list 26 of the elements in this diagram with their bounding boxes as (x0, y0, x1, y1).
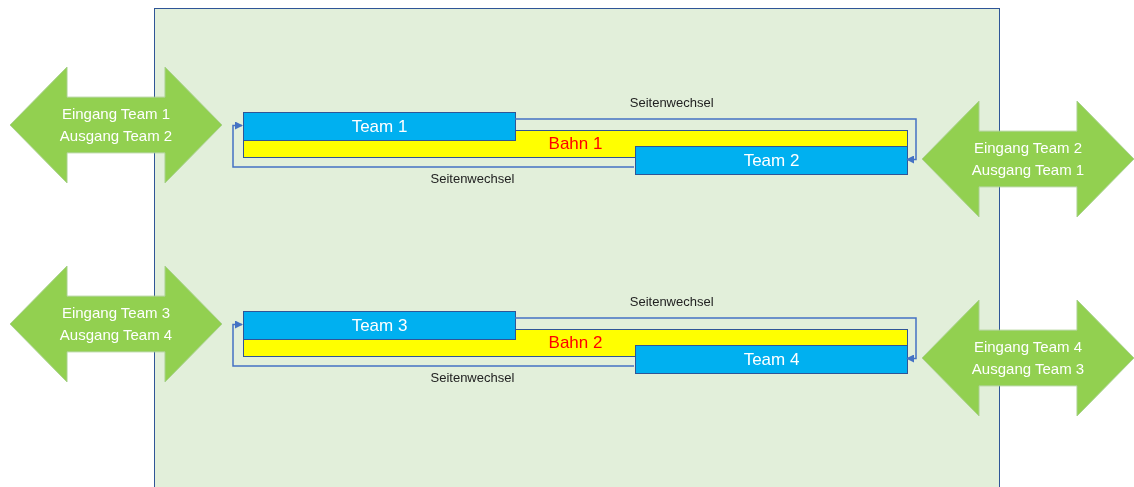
edge-label: Seitenwechsel (627, 95, 716, 110)
edge-label: Seitenwechsel (428, 171, 517, 186)
lane-label: Bahn 2 (548, 333, 603, 353)
team-label: Team 3 (351, 315, 408, 336)
lane-label: Bahn 1 (548, 134, 603, 154)
entrance-exit-label: Eingang Team 2 (973, 138, 1083, 158)
entrance-exit-label: Eingang Team 1 (61, 104, 171, 124)
entrance-exit-label: Eingang Team 4 (973, 337, 1083, 357)
team-label: Team 1 (351, 116, 408, 137)
arrow (514, 317, 917, 363)
team-box (243, 112, 516, 141)
edge-label: Seitenwechsel (428, 370, 517, 385)
team-label: Team 4 (743, 349, 800, 370)
team-box (635, 146, 908, 175)
arrow (514, 118, 917, 164)
entrance-exit-label: Ausgang Team 3 (971, 359, 1085, 379)
arrow (232, 121, 635, 168)
entrance-exit-label: Ausgang Team 2 (59, 126, 173, 146)
entrance-exit-label: Ausgang Team 1 (971, 160, 1085, 180)
entrance-exit-label: Ausgang Team 4 (59, 325, 173, 345)
edge-label: Seitenwechsel (627, 294, 716, 309)
team-box (243, 311, 516, 340)
team-box (635, 345, 908, 374)
team-label: Team 2 (743, 150, 800, 171)
entrance-exit-label: Eingang Team 3 (61, 303, 171, 323)
arrow (232, 320, 635, 367)
